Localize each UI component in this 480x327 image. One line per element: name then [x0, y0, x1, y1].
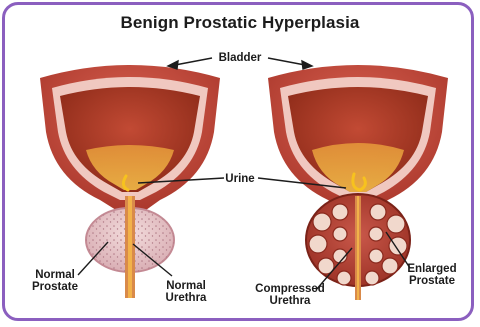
label-normal-urethra: Normal Urethra [156, 280, 216, 304]
normal-bladder [40, 65, 220, 210]
normal-urethra [125, 196, 135, 298]
label-bladder: Bladder [212, 52, 268, 64]
label-urine: Urine [222, 173, 258, 185]
label-normal-prostate: Normal Prostate [30, 269, 80, 293]
compressed-urethra [355, 196, 361, 300]
label-enlarged-prostate: Enlarged Prostate [400, 263, 464, 287]
label-compressed-urethra: Compressed Urethra [250, 283, 330, 307]
